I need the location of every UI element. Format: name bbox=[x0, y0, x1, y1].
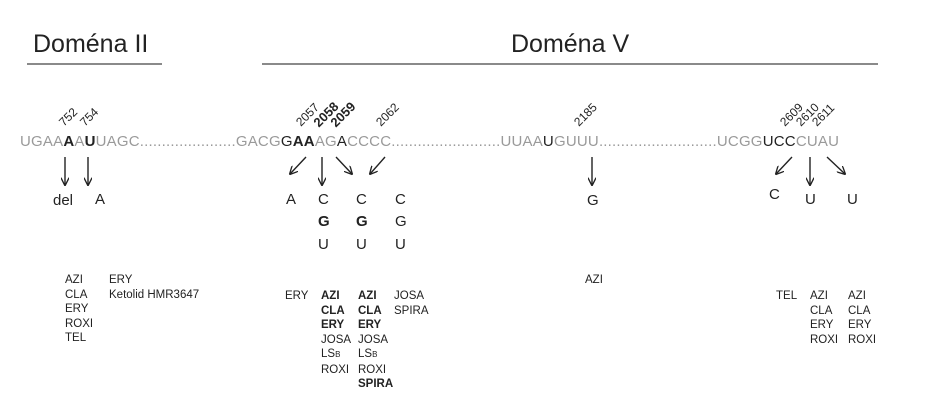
domain-ii-underline bbox=[27, 63, 162, 65]
drugs-2610: AZI CLA ERY ROXI bbox=[810, 289, 838, 347]
drug-item: LSB bbox=[358, 348, 378, 360]
drug-item: TEL bbox=[776, 290, 798, 302]
drug-item: ERY bbox=[848, 319, 872, 331]
substitution-754: A bbox=[95, 191, 106, 208]
nt-2611: C bbox=[784, 133, 796, 150]
drug-item: SPIRA bbox=[358, 378, 394, 390]
arrow-2059 bbox=[335, 156, 352, 174]
substitution-2058-3: U bbox=[318, 236, 329, 253]
nt-2610: C bbox=[773, 133, 785, 150]
drug-item: ERY bbox=[358, 319, 382, 331]
arrow-2062 bbox=[370, 156, 386, 174]
substitution-2185: G bbox=[587, 192, 599, 209]
drug-item: AZI bbox=[848, 290, 866, 302]
drugs-2059: AZI CLA ERY JOSA LSB ROXI SPIRA bbox=[358, 289, 393, 392]
drug-item: JOSA bbox=[321, 333, 352, 346]
drugs-754: ERY Ketolid HMR3647 bbox=[109, 273, 199, 302]
substitution-2057: A bbox=[286, 191, 297, 208]
arrow-2057 bbox=[290, 156, 307, 174]
drugs-752: AZI CLA ERY ROXI TEL bbox=[65, 273, 93, 346]
drug-item: JOSA bbox=[358, 333, 389, 346]
drug-item: CLA bbox=[321, 304, 345, 317]
drug-item: LSB bbox=[321, 348, 341, 360]
drug-item: ERY bbox=[65, 303, 89, 315]
drug-item: ROXI bbox=[65, 317, 94, 330]
drugs-2185: AZI bbox=[585, 273, 603, 288]
arrow-2609 bbox=[776, 156, 793, 174]
drug-item: ROXI bbox=[848, 333, 877, 346]
drug-item: ROXI bbox=[321, 363, 350, 376]
drug-item: AZI bbox=[585, 274, 603, 286]
nt-754: U bbox=[84, 133, 96, 150]
substitution-2058-1: C bbox=[318, 191, 329, 208]
substitution-2610: U bbox=[805, 191, 816, 208]
drugs-2057: ERY bbox=[285, 289, 308, 304]
nt-2062: A bbox=[336, 133, 348, 150]
sequence-line: UGAAAAUUAGC......................GACGGAA… bbox=[20, 133, 840, 150]
drugs-2609: TEL bbox=[776, 289, 797, 304]
drug-item: AZI bbox=[358, 290, 377, 302]
substitution-2611: U bbox=[847, 191, 858, 208]
drug-item: AZI bbox=[65, 274, 83, 286]
nt-2609: U bbox=[762, 133, 774, 150]
drug-item: ERY bbox=[285, 290, 309, 302]
drug-item: CLA bbox=[65, 288, 88, 301]
substitution-2058-2: G bbox=[318, 213, 330, 230]
substitution-2062-1: C bbox=[395, 191, 406, 208]
drug-item: CLA bbox=[810, 304, 833, 317]
drug-item: Ketolid HMR3647 bbox=[109, 288, 200, 301]
drug-item: SPIRA bbox=[394, 304, 429, 317]
domain-v-underline bbox=[262, 63, 878, 65]
domain-ii-title: Doména II bbox=[33, 30, 149, 58]
nt-2059: A bbox=[303, 133, 315, 150]
drug-item: ERY bbox=[321, 319, 345, 331]
domain-v-title: Doména V bbox=[511, 30, 630, 58]
arrow-2611 bbox=[826, 156, 845, 174]
drug-item: CLA bbox=[358, 304, 382, 317]
drug-item: AZI bbox=[810, 290, 828, 302]
substitution-2059-1: C bbox=[356, 191, 367, 208]
drug-item: CLA bbox=[848, 304, 871, 317]
substitution-2059-2: G bbox=[356, 213, 368, 230]
drug-item: TEL bbox=[65, 332, 87, 344]
nt-752: A bbox=[63, 133, 75, 150]
drug-item: ROXI bbox=[810, 333, 839, 346]
drug-item: ROXI bbox=[358, 363, 387, 376]
drug-item: JOSA bbox=[394, 290, 425, 302]
drugs-2058: AZI CLA ERY JOSA LSB ROXI bbox=[321, 289, 351, 377]
substitution-2609: C bbox=[769, 186, 780, 203]
substitution-2059-3: U bbox=[356, 236, 367, 253]
nt-2058: A bbox=[292, 133, 304, 150]
drugs-2062: JOSA SPIRA bbox=[394, 289, 429, 318]
drug-item: ERY bbox=[810, 319, 834, 331]
drug-item: ERY bbox=[109, 274, 133, 286]
substitution-752: del bbox=[53, 192, 74, 209]
substitution-2062-2: G bbox=[395, 213, 407, 230]
substitution-2062-3: U bbox=[395, 236, 406, 253]
drug-item: AZI bbox=[321, 290, 340, 302]
nt-2185: U bbox=[542, 133, 554, 150]
drugs-2611: AZI CLA ERY ROXI bbox=[848, 289, 876, 347]
nt-2057: G bbox=[280, 133, 293, 150]
